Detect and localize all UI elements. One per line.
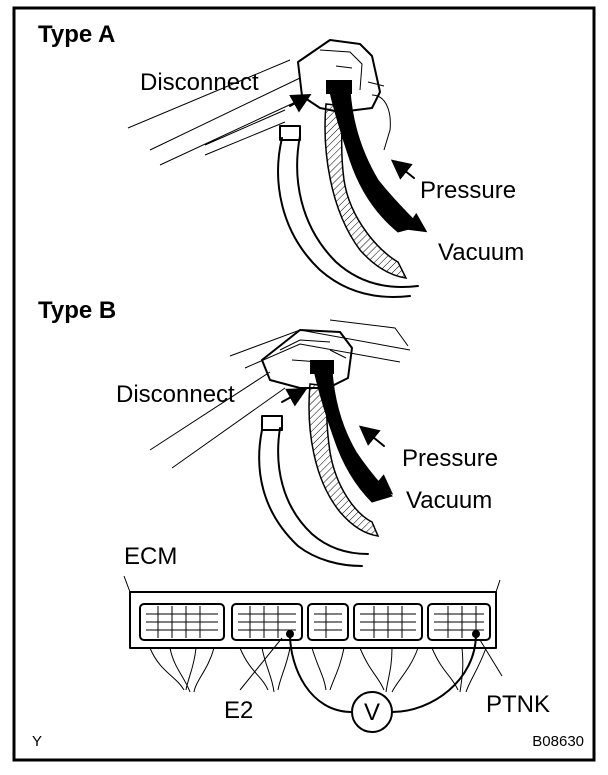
type-a-tube-hatch bbox=[324, 103, 408, 279]
ecm-housing-edge bbox=[123, 575, 501, 593]
type-a-hose-inner bbox=[296, 135, 419, 288]
type-b-hose-outer bbox=[258, 429, 363, 567]
type-b-disconnect-arrow bbox=[281, 388, 308, 407]
ecm-connector-2 bbox=[231, 603, 303, 641]
type-a-body-lines bbox=[127, 59, 301, 166]
ecm-housing bbox=[129, 591, 497, 649]
ptnk-leader-line bbox=[479, 639, 503, 677]
ecm-illustration: ECM bbox=[123, 543, 550, 733]
ecm-title: ECM bbox=[124, 543, 177, 570]
figure-code: B08630 bbox=[532, 733, 584, 750]
type-a-vacuum-label: Vacuum bbox=[438, 239, 524, 266]
type-b-vacuum-label: Vacuum bbox=[406, 487, 492, 514]
type-b-vacuum-arrow bbox=[369, 474, 394, 495]
voltmeter-label: V bbox=[364, 699, 380, 726]
ecm-harness-1 bbox=[149, 647, 215, 693]
voltmeter-symbol bbox=[351, 691, 393, 733]
type-b-pressure-label: Pressure bbox=[402, 445, 498, 472]
e2-leader-line bbox=[239, 637, 283, 691]
type-b-hose-inner bbox=[277, 427, 369, 555]
type-b-illustration: Type B Disconnect Pressure Vacuum bbox=[38, 297, 498, 567]
type-a-vacuum-arrow bbox=[399, 212, 428, 233]
corner-mark: Y bbox=[32, 733, 42, 750]
ecm-harness-2 bbox=[239, 647, 291, 693]
type-b-tube-solid bbox=[313, 369, 393, 503]
ecm-connector-3 bbox=[307, 603, 349, 641]
type-a-illustration: Type A Disconnect Pressure Vacuum bbox=[38, 21, 524, 298]
type-b-pressure-arrow bbox=[358, 425, 385, 447]
type-b-title: Type B bbox=[38, 297, 116, 324]
ecm-harness-4 bbox=[359, 647, 419, 693]
type-a-pressure-label: Pressure bbox=[420, 177, 516, 204]
type-b-disconnect-label: Disconnect bbox=[116, 381, 235, 408]
meter-lead-ptnk bbox=[391, 633, 477, 713]
type-a-hose-outer bbox=[277, 137, 411, 298]
type-a-title: Type A bbox=[38, 21, 115, 48]
type-b-tube-hatch bbox=[308, 383, 380, 537]
type-b-tube-connector bbox=[310, 360, 334, 374]
type-a-tube-connector bbox=[326, 80, 352, 94]
ecm-connector-5 bbox=[427, 603, 491, 641]
ecm-harness-5 bbox=[431, 647, 487, 693]
outer-border bbox=[12, 6, 596, 762]
type-a-sensor-detail bbox=[319, 49, 391, 151]
type-a-hose-clamp bbox=[279, 125, 301, 141]
e2-label: E2 bbox=[224, 697, 253, 724]
ecm-connector-4 bbox=[353, 603, 423, 641]
type-b-hose-clamp bbox=[261, 415, 283, 431]
ecm-connector-1 bbox=[139, 603, 225, 641]
type-b-sensor-body bbox=[261, 329, 353, 389]
ecm-harness-3 bbox=[311, 647, 345, 691]
meter-lead-e2 bbox=[289, 633, 353, 713]
ptnk-label: PTNK bbox=[486, 691, 550, 718]
type-a-disconnect-arrow bbox=[289, 94, 312, 113]
type-a-disconnect-label: Disconnect bbox=[140, 69, 259, 96]
type-a-pressure-arrow bbox=[390, 159, 415, 180]
